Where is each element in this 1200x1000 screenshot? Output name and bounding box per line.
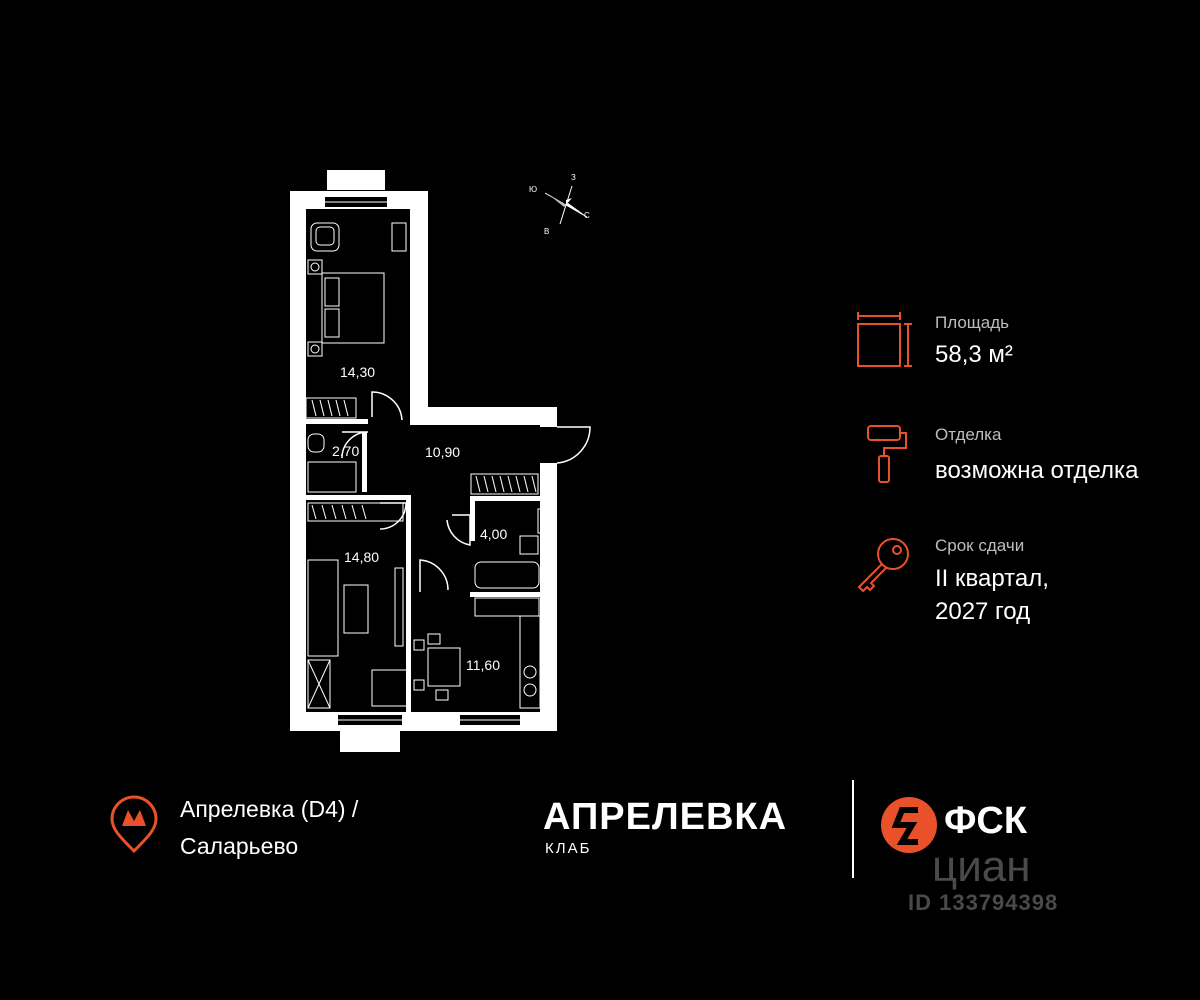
fsk-logo-icon — [880, 796, 938, 854]
finish-label: Отделка — [935, 425, 1002, 444]
compass-west: З — [571, 173, 576, 182]
compass-east: В — [544, 227, 549, 236]
inner-walls — [306, 419, 542, 712]
watermark-brand: циан — [932, 842, 1031, 891]
watermark-id: ID 133794398 — [908, 890, 1059, 915]
area-label: Площадь — [935, 313, 1010, 332]
room-area-bathroom-small: 2,70 — [332, 443, 359, 459]
doors — [341, 391, 591, 592]
floor-area-icon — [852, 310, 912, 370]
room-area-hall: 10,90 — [425, 444, 460, 460]
deadline-value-line2: 2027 год — [935, 598, 1031, 625]
room-area-kitchen: 11,60 — [466, 657, 500, 673]
key-icon — [855, 534, 913, 593]
finish-value: возможна отделка — [935, 457, 1139, 484]
furniture — [305, 222, 547, 709]
metro-pin-icon — [108, 795, 160, 854]
metro-station-line1: Апрелевка (D4) / — [180, 796, 359, 822]
room-area-living-room: 14,80 — [344, 549, 379, 565]
metro-station-line2: Саларьево — [180, 833, 299, 859]
developer-name: ФСК — [944, 800, 1028, 842]
footer-divider — [852, 780, 854, 878]
project-name: АПРЕЛЕВКА — [543, 796, 788, 838]
compass-south: Ю — [529, 185, 537, 194]
window-top — [327, 170, 385, 190]
deadline-value-line1: II квартал, — [935, 565, 1049, 592]
floor-plan: 14,30 2,70 10,90 4,00 14,80 11,60 Ю З С … — [290, 170, 591, 752]
room-area-bathroom: 4,00 — [480, 526, 507, 542]
paint-roller-icon — [860, 424, 910, 486]
compass-icon: Ю З С В — [529, 173, 590, 236]
compass-north: С — [584, 211, 590, 220]
room-area-bedroom: 14,30 — [340, 364, 375, 380]
project-subtitle: КЛАБ — [545, 840, 592, 857]
deadline-label: Срок сдачи — [935, 536, 1025, 555]
area-value: 58,3 м² — [935, 341, 1013, 368]
outer-walls — [290, 191, 557, 731]
